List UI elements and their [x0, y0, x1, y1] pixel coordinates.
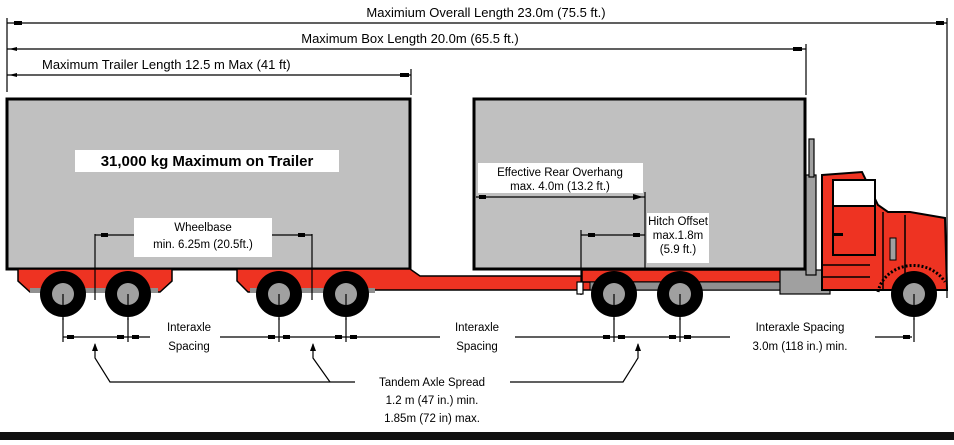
tandem-axle-spread-min: 1.2 m (47 in.) min.: [386, 395, 479, 407]
hitch-offset-dimension: Hitch Offset max.1.8m (5.9 ft.): [580, 213, 709, 295]
hitch-offset-value: max.1.8m: [653, 230, 704, 242]
interaxle-3-label: Interaxle Spacing: [756, 322, 845, 334]
trailer-rear-axle-1-wheel: [40, 271, 86, 320]
overall-length-label: Maximium Overall Length 23.0m (75.5 ft.): [366, 5, 605, 20]
trailer-rear-axle-2-wheel: [105, 271, 151, 320]
hitch-offset-value-ft: (5.9 ft.): [660, 244, 697, 256]
interaxle-2-label: Interaxle: [455, 322, 499, 334]
trailer-length-dimension: Maximum Trailer Length 12.5 m Max (41 ft…: [7, 57, 412, 95]
bottom-border-bar: [0, 432, 954, 440]
trailer-weight-label: 31,000 kg Maximum on Trailer: [101, 153, 314, 170]
cab-step-light: [889, 237, 897, 261]
cab-window: [832, 179, 876, 207]
tandem-axle-spread-label: Tandem Axle Spread: [379, 377, 485, 389]
interaxle-1-label: Interaxle: [167, 322, 211, 334]
interaxle-2-label-2: Spacing: [456, 341, 498, 353]
truck-box: Effective Rear Overhang max. 4.0m (13.2 …: [472, 97, 807, 295]
box-length-label: Maximum Box Length 20.0m (65.5 ft.): [301, 31, 518, 46]
trailer-length-label: Maximum Trailer Length 12.5 m Max (41 ft…: [42, 57, 291, 72]
tandem-axle-spread-max: 1.85m (72 in) max.: [384, 413, 480, 425]
wheelbase-dimension: Wheelbase min. 6.25m (20.5ft.): [94, 218, 313, 300]
exhaust-stack: [805, 174, 817, 276]
overhang-value: max. 4.0m (13.2 ft.): [510, 181, 610, 193]
axle-dimensions: Interaxle Spacing Interaxle Spacing Inte…: [62, 318, 915, 425]
cab-door: [832, 205, 876, 256]
truck-tractor: [576, 138, 949, 295]
interaxle-1-label-2: Spacing: [168, 341, 210, 353]
wheels: [40, 271, 937, 320]
trailer-front-axle-2-wheel: [323, 271, 369, 320]
truck-steer-axle-wheel: [891, 271, 937, 320]
interaxle-3-value: 3.0m (118 in.) min.: [752, 341, 847, 353]
truck-rear-axle-1-wheel: [591, 271, 637, 320]
door-handle: [833, 233, 843, 236]
hitch-offset-label: Hitch Offset: [648, 216, 709, 228]
hitch-coupler: [576, 281, 584, 295]
trailer-front-axle-1-wheel: [256, 271, 302, 320]
box-length-dimension: Maximum Box Length 20.0m (65.5 ft.): [7, 31, 807, 95]
front-fender: [876, 263, 947, 293]
trailer-rear-axle-beam: [30, 288, 158, 293]
wheelbase-value: min. 6.25m (20.5ft.): [153, 239, 253, 251]
truck-rear-axle-2-wheel: [657, 271, 703, 320]
overhang-label: Effective Rear Overhang: [497, 167, 623, 179]
overall-length-dimension: Maximium Overall Length 23.0m (75.5 ft.): [6, 5, 948, 298]
wheelbase-label: Wheelbase: [174, 222, 232, 234]
rear-overhang-dimension: Effective Rear Overhang max. 4.0m (13.2 …: [476, 163, 646, 270]
